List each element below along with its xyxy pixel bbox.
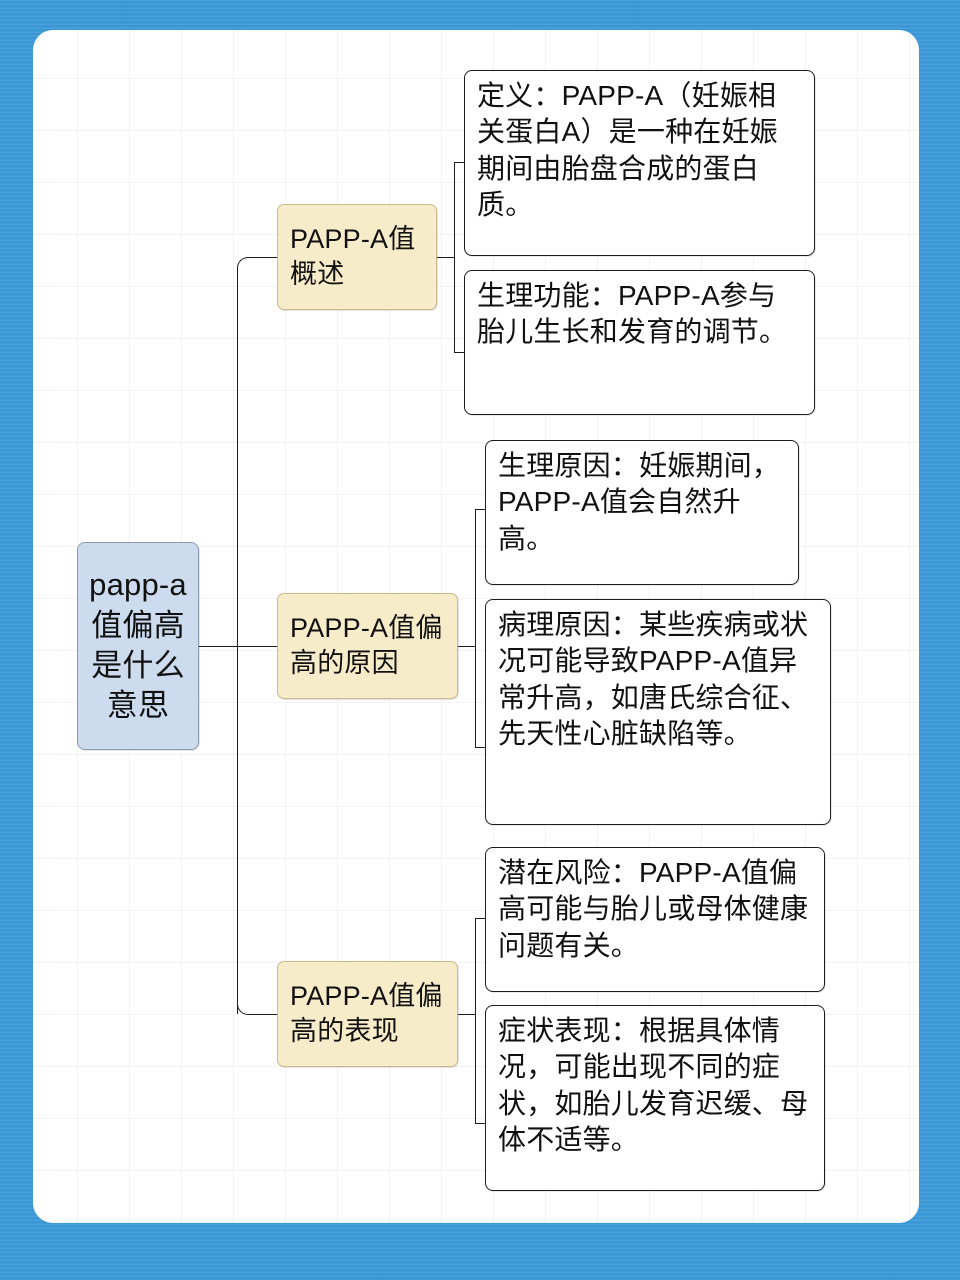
connector-b2-leaf1 (475, 509, 485, 510)
mindmap-branch-node-1[interactable]: PAPP-A值概述 (277, 204, 437, 310)
connector-b2-leaf2 (475, 747, 485, 748)
mindmap-branch-3-label: PAPP-A值偏高的表现 (290, 980, 443, 1046)
mindmap-leaf-node-3-1[interactable]: 潜在风险：PAPP-A值偏高可能与胎儿或母体健康问题有关。 (485, 847, 825, 992)
mindmap-root-label: papp-a值偏高是什么意思 (89, 567, 187, 724)
mindmap-branch-node-2[interactable]: PAPP-A值偏高的原因 (277, 593, 458, 699)
mindmap-leaf-1-2-label: 生理功能：PAPP-A参与胎儿生长和发育的调节。 (477, 280, 788, 348)
connector-trunk-to-root (219, 646, 239, 647)
mindmap-branch-1-label: PAPP-A值概述 (290, 223, 416, 289)
mindmap-canvas-card: papp-a值偏高是什么意思 PAPP-A值概述 定义：PAPP-A（妊娠相关蛋… (33, 30, 919, 1223)
connector-b3-stub (458, 1014, 476, 1015)
connector-branch3-elbow (237, 992, 258, 1015)
mindmap-leaf-node-1-1[interactable]: 定义：PAPP-A（妊娠相关蛋白A）是一种在妊娠期间由胎盘合成的蛋白质。 (464, 70, 815, 256)
mindmap-leaf-node-2-2[interactable]: 病理原因：某些疾病或状况可能导致PAPP-A值异常升高，如唐氏综合征、先天性心脏… (485, 599, 831, 825)
mindmap-leaf-node-3-2[interactable]: 症状表现：根据具体情况，可能出现不同的症状，如胎儿发育迟缓、母体不适等。 (485, 1005, 825, 1191)
connector-b1-leaf2 (454, 352, 464, 353)
connector-b1-leaf1 (454, 162, 464, 163)
mindmap-leaf-3-1-label: 潜在风险：PAPP-A值偏高可能与胎儿或母体健康问题有关。 (498, 857, 809, 961)
connector-b3-leaf2 (475, 1123, 485, 1124)
mindmap-leaf-2-2-label: 病理原因：某些疾病或状况可能导致PAPP-A值异常升高，如唐氏综合征、先天性心脏… (498, 609, 809, 750)
connector-b3-spine (475, 918, 476, 1123)
mindmap-leaf-2-1-label: 生理原因：妊娠期间，PAPP-A值会自然升高。 (498, 450, 781, 554)
connector-branch3-arm (255, 1014, 277, 1015)
connector-root-stub (197, 646, 219, 647)
connector-b1-stub (437, 257, 455, 258)
mindmap-leaf-node-1-2[interactable]: 生理功能：PAPP-A参与胎儿生长和发育的调节。 (464, 270, 815, 415)
connector-b1-spine (454, 162, 455, 352)
mindmap-leaf-1-1-label: 定义：PAPP-A（妊娠相关蛋白A）是一种在妊娠期间由胎盘合成的蛋白质。 (477, 80, 778, 221)
connector-b2-spine (475, 509, 476, 747)
mindmap-leaf-3-2-label: 症状表现：根据具体情况，可能出现不同的症状，如胎儿发育迟缓、母体不适等。 (498, 1015, 809, 1156)
mindmap-root-node[interactable]: papp-a值偏高是什么意思 (77, 542, 199, 750)
mindmap-diagram: papp-a值偏高是什么意思 PAPP-A值概述 定义：PAPP-A（妊娠相关蛋… (33, 30, 919, 1223)
connector-branch1-elbow (237, 257, 258, 280)
mindmap-branch-2-label: PAPP-A值偏高的原因 (290, 612, 443, 678)
mindmap-leaf-node-2-1[interactable]: 生理原因：妊娠期间，PAPP-A值会自然升高。 (485, 440, 799, 585)
connector-b3-leaf1 (475, 918, 485, 919)
connector-branch1-arm (255, 257, 277, 258)
connector-branch2-arm (237, 646, 277, 647)
connector-b2-stub (458, 646, 476, 647)
mindmap-branch-node-3[interactable]: PAPP-A值偏高的表现 (277, 961, 458, 1067)
